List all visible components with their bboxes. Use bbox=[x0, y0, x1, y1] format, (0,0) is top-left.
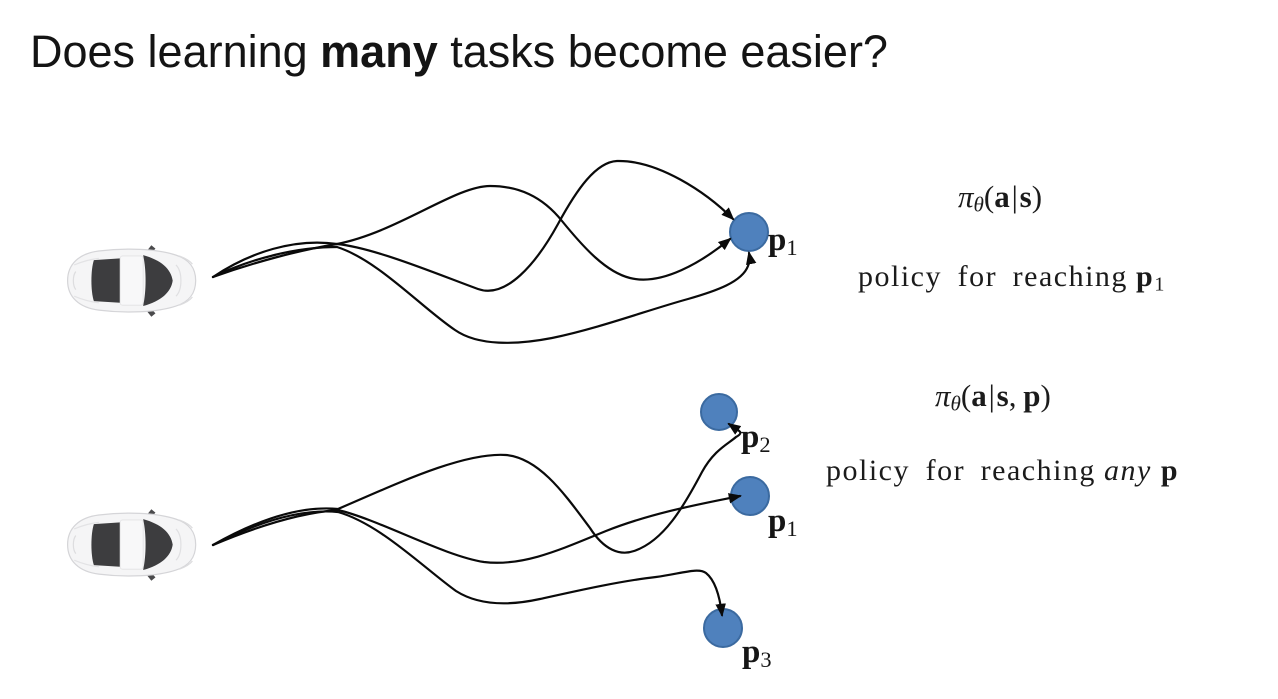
conditioning-bar: | bbox=[988, 378, 995, 413]
trajectory-bottom-p1 bbox=[211, 493, 742, 564]
trajectory-top-2 bbox=[211, 159, 735, 292]
open-paren: ( bbox=[960, 378, 972, 413]
goal-circle-p3 bbox=[703, 608, 743, 648]
car-icon bbox=[56, 506, 204, 584]
goal-label-letter: p bbox=[768, 503, 787, 539]
action-symbol: a bbox=[994, 179, 1010, 214]
goal-subscript: 1 bbox=[1154, 273, 1166, 296]
goal-label-letter: p bbox=[741, 419, 760, 455]
goal-circle-p1-bottom bbox=[730, 476, 770, 516]
close-paren: ) bbox=[1040, 378, 1051, 413]
goal-label-subscript: 1 bbox=[786, 234, 798, 260]
theta-subscript: θ bbox=[950, 391, 961, 416]
goal-circle-p2 bbox=[700, 393, 738, 431]
policy-formula-goal-conditioned: πθ(a|s,p) bbox=[935, 378, 1051, 414]
open-paren: ( bbox=[983, 179, 995, 214]
goal-label-subscript: 3 bbox=[760, 646, 772, 672]
trajectory-bottom-p2 bbox=[211, 422, 742, 554]
title-pre: Does learning bbox=[30, 26, 321, 77]
title-post: tasks become easier? bbox=[437, 26, 888, 77]
trajectory-top-3 bbox=[211, 245, 757, 344]
any-emphasis: any bbox=[1104, 454, 1152, 487]
action-symbol: a bbox=[971, 378, 987, 413]
goal-label-p2: p2 bbox=[741, 419, 771, 456]
state-symbol: s bbox=[1019, 179, 1032, 214]
comma: , bbox=[1008, 378, 1017, 413]
goal-symbol: p bbox=[1136, 260, 1155, 293]
state-symbol: s bbox=[996, 378, 1009, 413]
caption-text: policy for reaching bbox=[826, 454, 1096, 487]
goal-label-subscript: 2 bbox=[759, 431, 771, 457]
trajectory-top-1 bbox=[211, 184, 732, 281]
goal-label-p1-bottom: p1 bbox=[768, 503, 798, 540]
goal-label-subscript: 1 bbox=[786, 515, 798, 541]
goal-label-letter: p bbox=[768, 222, 787, 258]
goal-label-p3: p3 bbox=[742, 634, 772, 671]
close-paren: ) bbox=[1031, 179, 1043, 214]
conditioning-bar: | bbox=[1011, 179, 1018, 214]
title-emphasis: many bbox=[320, 26, 438, 77]
goal-symbol: p bbox=[1023, 378, 1041, 413]
trajectory-bottom-p3 bbox=[211, 510, 726, 617]
goal-label-p1-top: p1 bbox=[768, 222, 798, 259]
caption-text: policy for reaching bbox=[858, 260, 1128, 293]
policy-formula-single-task: πθ(a|s) bbox=[958, 179, 1042, 215]
pi-symbol: π bbox=[935, 378, 951, 413]
goal-label-letter: p bbox=[742, 634, 761, 670]
page-title: Does learning many tasks become easier? bbox=[30, 26, 888, 78]
pi-symbol: π bbox=[958, 179, 974, 214]
theta-subscript: θ bbox=[973, 192, 984, 217]
car-icon bbox=[56, 242, 204, 320]
goal-symbol: p bbox=[1160, 454, 1180, 487]
goal-circle-p1-top bbox=[729, 212, 769, 252]
